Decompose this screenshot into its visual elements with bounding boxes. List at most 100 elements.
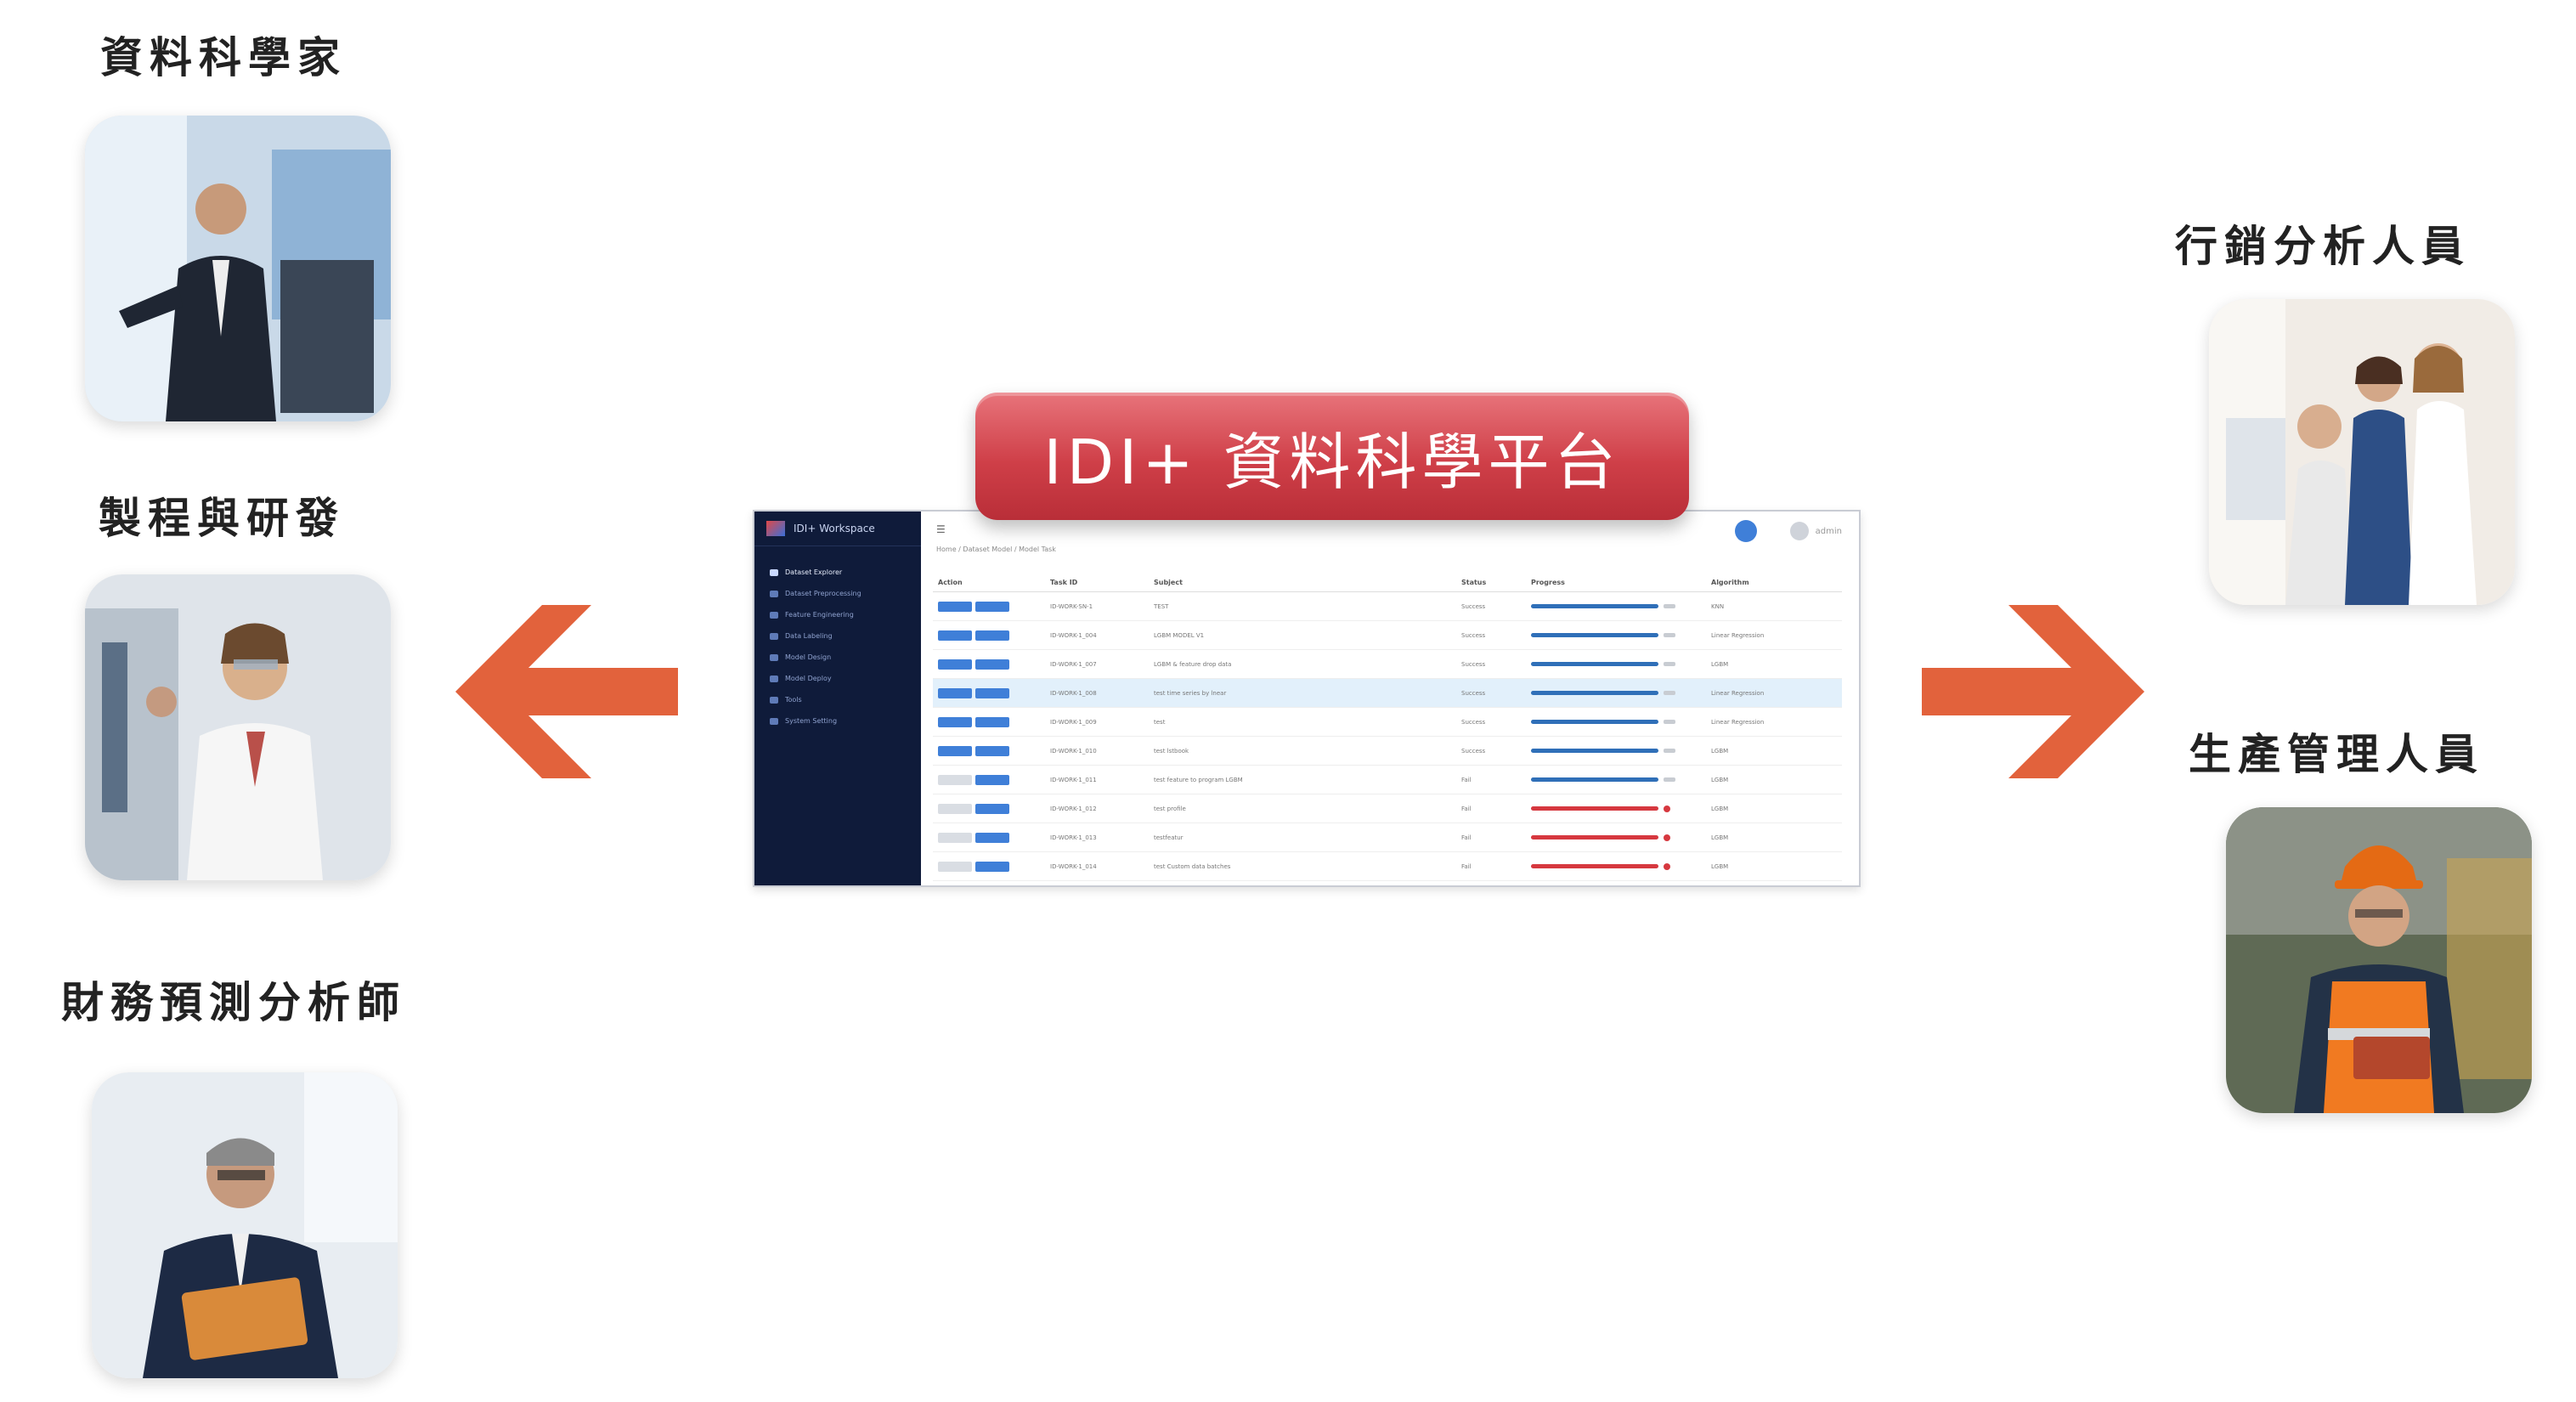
arrow-left-icon: [455, 605, 678, 778]
deploy-button[interactable]: [975, 630, 1009, 641]
sidebar-item-dataset-explorer[interactable]: Dataset Explorer: [754, 562, 921, 583]
photo-team-meeting-illustration: [2209, 299, 2515, 605]
status-cell: Success: [1456, 620, 1526, 650]
wrench-icon: [770, 696, 778, 704]
deploy-button[interactable]: [975, 716, 1009, 727]
deploy-button[interactable]: [975, 745, 1009, 756]
view-button[interactable]: [938, 861, 972, 872]
deploy-button[interactable]: [975, 659, 1009, 670]
progress-cell: [1526, 736, 1706, 766]
gear-icon: [770, 611, 778, 619]
user-menu[interactable]: admin: [1789, 522, 1842, 540]
view-button[interactable]: [938, 745, 972, 756]
sidebar-item-model-deploy[interactable]: Model Deploy: [754, 668, 921, 689]
status-cell: Success: [1456, 678, 1526, 708]
progress-cell: [1526, 591, 1706, 621]
subject-cell: test feature to program LGBM: [1149, 765, 1456, 794]
sidebar-item-tools[interactable]: Tools: [754, 689, 921, 710]
hamburger-menu-icon[interactable]: ☰: [936, 523, 946, 535]
deploy-button[interactable]: [975, 687, 1009, 698]
photo-process-rd: [85, 574, 391, 880]
progress-end-icon: [1664, 604, 1675, 608]
task-id-cell: ID-WORK-1_009: [1045, 707, 1149, 737]
deploy-button[interactable]: [975, 861, 1009, 872]
progress-bar: [1531, 749, 1658, 753]
photo-data-scientist: [85, 116, 391, 421]
deploy-button[interactable]: [975, 601, 1009, 612]
column-header-subject: Subject: [1149, 573, 1456, 592]
progress-cell: [1526, 678, 1706, 708]
subject-cell: test: [1149, 707, 1456, 737]
progress-bar: [1531, 806, 1658, 811]
progress-end-icon: [1664, 777, 1675, 782]
photo-businessman-tablet-illustration: [92, 1072, 398, 1378]
status-cell: Fail: [1456, 765, 1526, 794]
progress-end-icon: [1664, 720, 1675, 724]
platform-banner: IDI+ 資料科學平台: [975, 393, 1689, 520]
deploy-button[interactable]: [975, 803, 1009, 814]
view-button[interactable]: [938, 601, 972, 612]
progress-end-icon: [1664, 662, 1675, 666]
view-button[interactable]: [938, 716, 972, 727]
row-actions: [933, 591, 1045, 621]
platform-nav: Dataset Explorer Dataset Preprocessing F…: [754, 562, 921, 732]
progress-end-icon: [1664, 691, 1675, 695]
algorithm-cell: LGBM: [1706, 794, 1842, 823]
algorithm-cell: Linear Regression: [1706, 620, 1842, 650]
progress-cell: [1526, 823, 1706, 852]
view-button[interactable]: [938, 659, 972, 670]
row-actions: [933, 649, 1045, 679]
row-actions: [933, 823, 1045, 852]
progress-cell: [1526, 765, 1706, 794]
platform-main: ☰ admin Home / Dataset Model / Model Tas…: [921, 512, 1859, 885]
photo-production-manager: [2226, 807, 2532, 1113]
view-button[interactable]: [938, 774, 972, 785]
view-button[interactable]: [938, 630, 972, 641]
progress-end-icon: [1664, 633, 1675, 637]
sidebar-item-model-design[interactable]: Model Design: [754, 647, 921, 668]
progress-cell: [1526, 851, 1706, 881]
deploy-button[interactable]: [975, 832, 1009, 843]
algorithm-cell: Linear Regression: [1706, 707, 1842, 737]
sidebar-item-feature-engineering[interactable]: Feature Engineering: [754, 604, 921, 625]
algorithm-cell: KNN: [1706, 591, 1842, 621]
row-actions: [933, 794, 1045, 823]
row-actions: [933, 851, 1045, 881]
sidebar-item-system-setting[interactable]: System Setting: [754, 710, 921, 732]
breadcrumb: Home / Dataset Model / Model Task: [936, 546, 1056, 553]
progress-cell: [1526, 649, 1706, 679]
row-actions: [933, 620, 1045, 650]
algorithm-cell: LGBM: [1706, 823, 1842, 852]
row-actions: [933, 678, 1045, 708]
view-button[interactable]: [938, 687, 972, 698]
notification-icon[interactable]: [1735, 520, 1757, 542]
view-button[interactable]: [938, 832, 972, 843]
progress-bar: [1531, 691, 1658, 695]
deploy-button[interactable]: [975, 774, 1009, 785]
sidebar-item-dataset-preprocessing[interactable]: Dataset Preprocessing: [754, 583, 921, 604]
row-actions: [933, 707, 1045, 737]
column-header-status: Status: [1456, 573, 1526, 592]
progress-bar: [1531, 604, 1658, 608]
progress-end-icon: [1664, 862, 1670, 870]
view-button[interactable]: [938, 803, 972, 814]
platform-screenshot: IDI+ Workspace Dataset Explorer Dataset …: [753, 510, 1861, 887]
task-id-cell: ID-WORK-SN-1: [1045, 591, 1149, 621]
tag-icon: [770, 632, 778, 640]
status-cell: Fail: [1456, 794, 1526, 823]
task-id-cell: ID-WORK-1_004: [1045, 620, 1149, 650]
status-cell: Success: [1456, 736, 1526, 766]
progress-bar: [1531, 835, 1658, 840]
sidebar-item-data-labeling[interactable]: Data Labeling: [754, 625, 921, 647]
